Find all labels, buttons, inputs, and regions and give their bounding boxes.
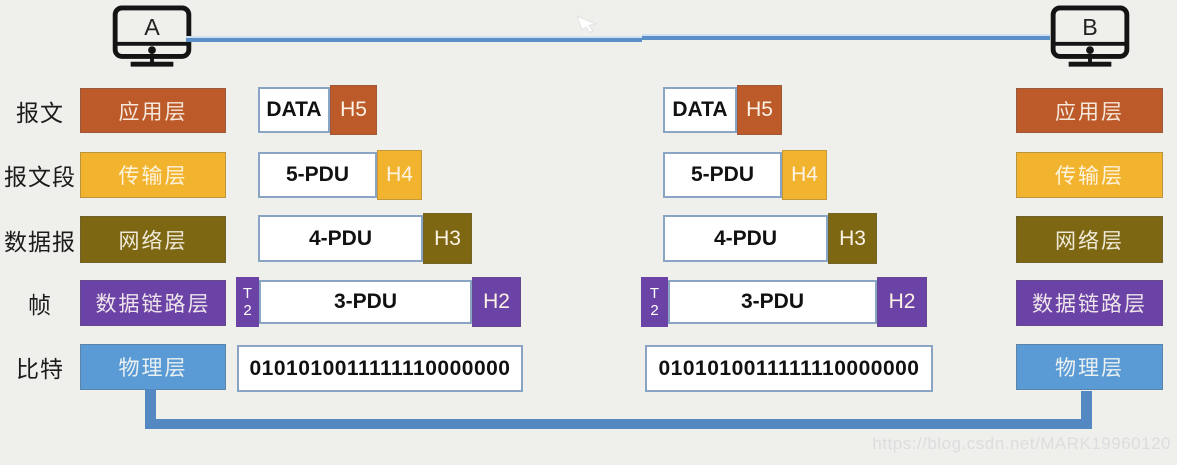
pdu-payload-datalink-right: 3-PDU — [668, 280, 877, 324]
connector-vertical-left — [145, 389, 156, 423]
mouse-cursor-icon — [576, 15, 598, 34]
layer-box-datalink-a: 数据链路层 — [80, 280, 226, 326]
layer-box-application-a: 应用层 — [80, 88, 226, 133]
pdu-header-h3-left: H3 — [423, 213, 472, 264]
host-b-label: B — [1082, 14, 1098, 40]
pdu-header-h5-right: H5 — [737, 85, 782, 135]
row-label-segment: 报文段 — [4, 165, 76, 190]
trailer-line2: 2 — [243, 302, 252, 319]
pdu-payload-network-left: 4-PDU — [258, 215, 423, 262]
host-a-monitor-icon: A — [112, 5, 192, 67]
layer-box-physical-a: 物理层 — [80, 344, 226, 390]
layer-box-transport-a: 传输层 — [80, 152, 226, 198]
layer-box-network-a: 网络层 — [80, 216, 226, 263]
trailer-line1: T — [242, 285, 253, 302]
connector-horizontal — [145, 419, 1092, 429]
pdu-header-h4-right: H4 — [782, 150, 827, 200]
pdu-payload-network-right: 4-PDU — [663, 215, 828, 262]
row-label-datagram: 数据报 — [4, 229, 76, 255]
link-line-right-segment — [642, 34, 1050, 40]
pdu-header-h4-left: H4 — [377, 150, 422, 200]
pdu-header-h3-right: H3 — [828, 213, 877, 264]
pdu-payload-application-right: DATA — [663, 87, 737, 133]
layer-box-application-b: 应用层 — [1016, 88, 1163, 133]
row-label-bit: 比特 — [16, 357, 64, 382]
link-line-left-segment — [186, 36, 642, 42]
pdu-trailer-t2-left: T 2 — [236, 277, 259, 327]
layer-box-network-b: 网络层 — [1016, 216, 1163, 263]
layer-box-physical-b: 物理层 — [1016, 344, 1163, 390]
pdu-trailer-t2-right: T 2 — [641, 277, 668, 327]
pdu-header-h2-right: H2 — [877, 277, 927, 327]
row-label-message: 报文 — [16, 100, 64, 126]
layer-box-datalink-b: 数据链路层 — [1016, 280, 1163, 326]
pdu-payload-transport-left: 5-PDU — [258, 152, 377, 198]
pdu-payload-transport-right: 5-PDU — [663, 152, 782, 198]
trailer-line1: T — [649, 285, 660, 302]
pdu-header-h5-left: H5 — [330, 85, 377, 135]
watermark: https://blog.csdn.net/MARK19960120 — [872, 434, 1171, 453]
host-a-label: A — [144, 14, 160, 40]
pdu-header-h2-left: H2 — [472, 277, 521, 327]
row-label-frame: 帧 — [28, 293, 52, 318]
pdu-payload-application-left: DATA — [258, 87, 330, 133]
bits-box-right: 0101010011111110000000 — [645, 345, 933, 392]
layer-box-transport-b: 传输层 — [1016, 152, 1163, 198]
pdu-payload-datalink-left: 3-PDU — [259, 280, 472, 324]
bits-box-left: 0101010011111110000000 — [237, 345, 523, 392]
host-b-monitor-icon: B — [1050, 5, 1130, 67]
trailer-line2: 2 — [650, 302, 659, 319]
connector-vertical-right — [1081, 391, 1092, 423]
